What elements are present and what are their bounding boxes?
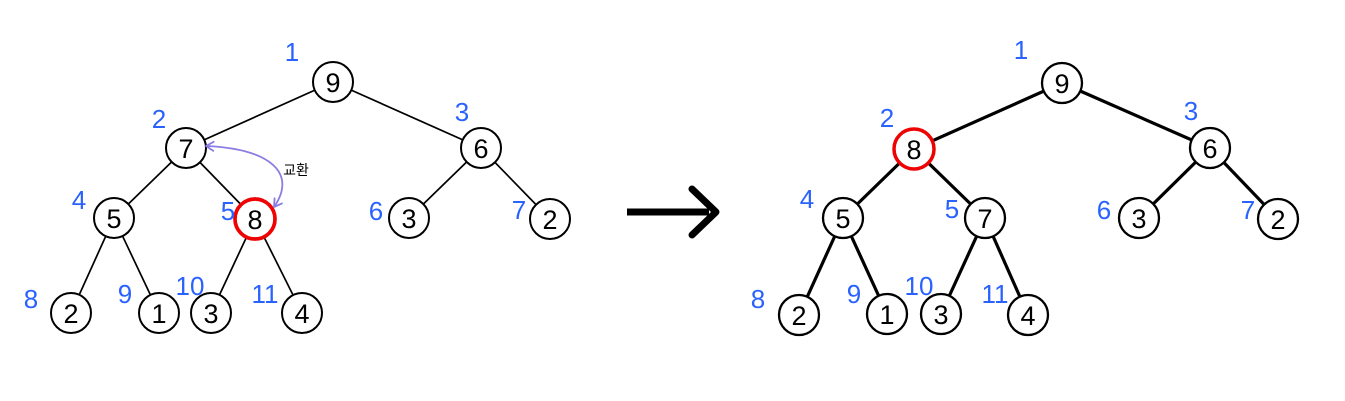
tree-node-after-9: 19	[847, 279, 909, 336]
node-circle	[50, 292, 92, 334]
node-value: 2	[791, 301, 806, 331]
node-value: 3	[401, 204, 416, 234]
node-value: 4	[294, 299, 309, 329]
node-index-label: 6	[369, 196, 383, 226]
node-circle	[388, 197, 430, 239]
node-circle	[865, 292, 909, 336]
tree-node-after-4: 54	[800, 184, 865, 240]
tree-edge-before-1-3	[332, 81, 482, 149]
node-value: 3	[203, 299, 218, 329]
node-circle	[190, 292, 232, 334]
node-circle	[281, 292, 323, 334]
tree-node-before-8: 28	[24, 284, 92, 334]
node-index-label: 1	[1014, 35, 1028, 65]
node-index-label: 9	[118, 279, 132, 309]
highlighted-node-circle	[892, 127, 936, 171]
swap-annotation: 교환	[205, 140, 309, 208]
node-index-label: 11	[252, 279, 279, 309]
tree-node-after-11: 4 11	[982, 279, 1050, 337]
node-value: 6	[1202, 134, 1217, 164]
node-circle	[1188, 126, 1232, 170]
node-value: 7	[178, 134, 193, 164]
tree-node-before-3: 63	[455, 97, 502, 169]
node-index-label: 4	[800, 184, 814, 214]
node-value: 2	[542, 205, 557, 235]
node-value: 6	[473, 134, 488, 164]
tree-node-before-5: 85	[221, 196, 277, 241]
node-index-label: 8	[24, 284, 38, 314]
tree-node-after-6: 36	[1097, 195, 1161, 240]
tree-node-after-7: 27	[1241, 195, 1300, 241]
node-circle	[777, 293, 821, 337]
node-index-label: 2	[152, 104, 166, 134]
node-value: 9	[1054, 69, 1069, 99]
node-index-label: 9	[847, 279, 861, 309]
tree-edge-before-1-2	[185, 81, 334, 149]
node-value: 1	[151, 299, 166, 329]
tree-node-before-11: 4 11	[252, 279, 323, 334]
node-index-label: 7	[512, 195, 526, 225]
tree-node-before-6: 36	[369, 196, 430, 239]
node-value: 2	[1270, 205, 1285, 235]
node-value: 3	[933, 300, 948, 330]
tree-node-after-10: 310	[905, 271, 963, 336]
node-circle	[529, 198, 571, 240]
node-index-label: 11	[982, 279, 1009, 309]
tree-edge-after-1-2	[913, 81, 1063, 151]
node-value: 8	[906, 135, 921, 165]
node-circle	[138, 292, 180, 334]
tree-node-after-1: 91	[1014, 35, 1084, 105]
node-value: 3	[1131, 204, 1146, 234]
node-circle	[312, 61, 354, 103]
node-value: 2	[63, 299, 78, 329]
node-index-label: 1	[285, 37, 299, 67]
node-value: 9	[325, 68, 340, 98]
node-circle	[919, 292, 963, 336]
node-circle	[1006, 293, 1050, 337]
node-value: 4	[1020, 301, 1035, 331]
transition-arrow	[627, 185, 720, 239]
node-circle	[821, 196, 865, 240]
node-value: 5	[106, 204, 121, 234]
tree-node-before-10: 310	[176, 271, 232, 334]
node-circle	[1117, 196, 1161, 240]
node-value: 8	[247, 205, 262, 235]
node-index-label: 6	[1097, 195, 1111, 225]
tree-edge-after-1-3	[1061, 81, 1211, 150]
node-index-label: 2	[880, 103, 894, 133]
tree-node-before-2: 72	[152, 104, 207, 169]
tree-node-before-9: 19	[118, 279, 180, 334]
node-value: 5	[835, 204, 850, 234]
node-circle	[460, 127, 502, 169]
node-index-label: 10	[905, 271, 934, 301]
node-index-label: 10	[176, 271, 205, 301]
swap-arrow	[205, 140, 284, 208]
swap-label: 교환	[283, 162, 309, 178]
tree-node-after-2: 82	[880, 103, 936, 171]
node-index-label: 3	[1184, 96, 1198, 126]
transition-arrowhead	[688, 185, 720, 239]
tree-node-before-7: 27	[512, 195, 571, 240]
node-circle	[963, 196, 1007, 240]
tree-node-before-4: 54	[72, 185, 135, 239]
tree-node-after-8: 28	[751, 284, 821, 337]
node-circle	[93, 197, 135, 239]
node-index-label: 7	[1241, 195, 1255, 225]
node-value: 1	[879, 300, 894, 330]
node-circle	[1040, 61, 1084, 105]
node-index-label: 5	[221, 196, 235, 226]
node-circle	[1256, 197, 1300, 241]
node-index-label: 5	[945, 194, 959, 224]
tree-node-after-5: 75	[945, 194, 1007, 240]
node-index-label: 3	[455, 97, 469, 127]
node-index-label: 4	[72, 185, 86, 215]
tree-node-before-1: 91	[285, 37, 354, 103]
node-index-label: 8	[751, 284, 765, 314]
tree-node-after-3: 63	[1184, 96, 1232, 170]
node-value: 7	[977, 204, 992, 234]
